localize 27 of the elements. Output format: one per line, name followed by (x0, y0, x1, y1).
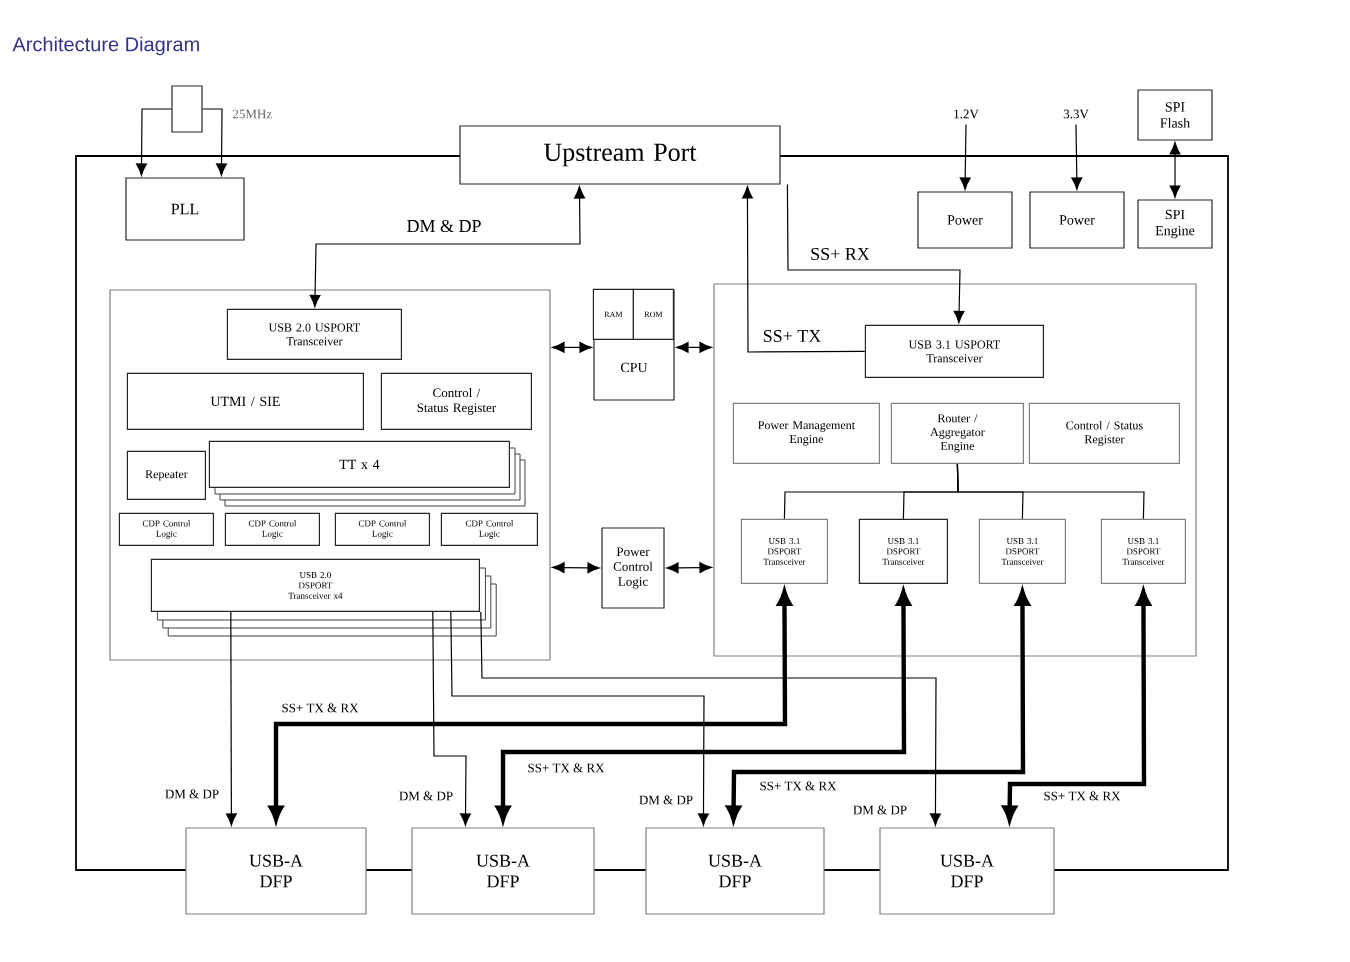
arrow (552, 341, 592, 353)
arrow (959, 124, 971, 190)
arrow (676, 341, 712, 353)
arrow (202, 108, 227, 176)
bus-arrow (726, 590, 1030, 822)
pll-box: PLL (125, 177, 245, 241)
port-box: USB-A DFP (645, 827, 825, 915)
arrow (742, 186, 866, 353)
arrow (1071, 124, 1083, 190)
arrow (666, 562, 712, 574)
arrow (309, 186, 585, 308)
port-box: USB-A DFP (411, 827, 595, 915)
arrow (786, 184, 965, 324)
port-box: USB-A DFP (879, 827, 1055, 915)
edge-label: SS+ TX (761, 328, 823, 344)
arrow (225, 611, 237, 826)
port-box: Upstream Port (459, 125, 781, 185)
port-box: USB-A DFP (185, 827, 367, 915)
arrow (136, 108, 172, 176)
title: Architecture Diagram (12, 36, 199, 56)
arrow (1169, 142, 1181, 198)
bus-arrow (1002, 590, 1151, 822)
crystal-symbol (171, 85, 203, 133)
edge-label: DM & DP (404, 218, 484, 234)
arrow (552, 562, 600, 574)
connector-line (956, 463, 1145, 520)
edge-label: SS+ RX (808, 246, 872, 262)
